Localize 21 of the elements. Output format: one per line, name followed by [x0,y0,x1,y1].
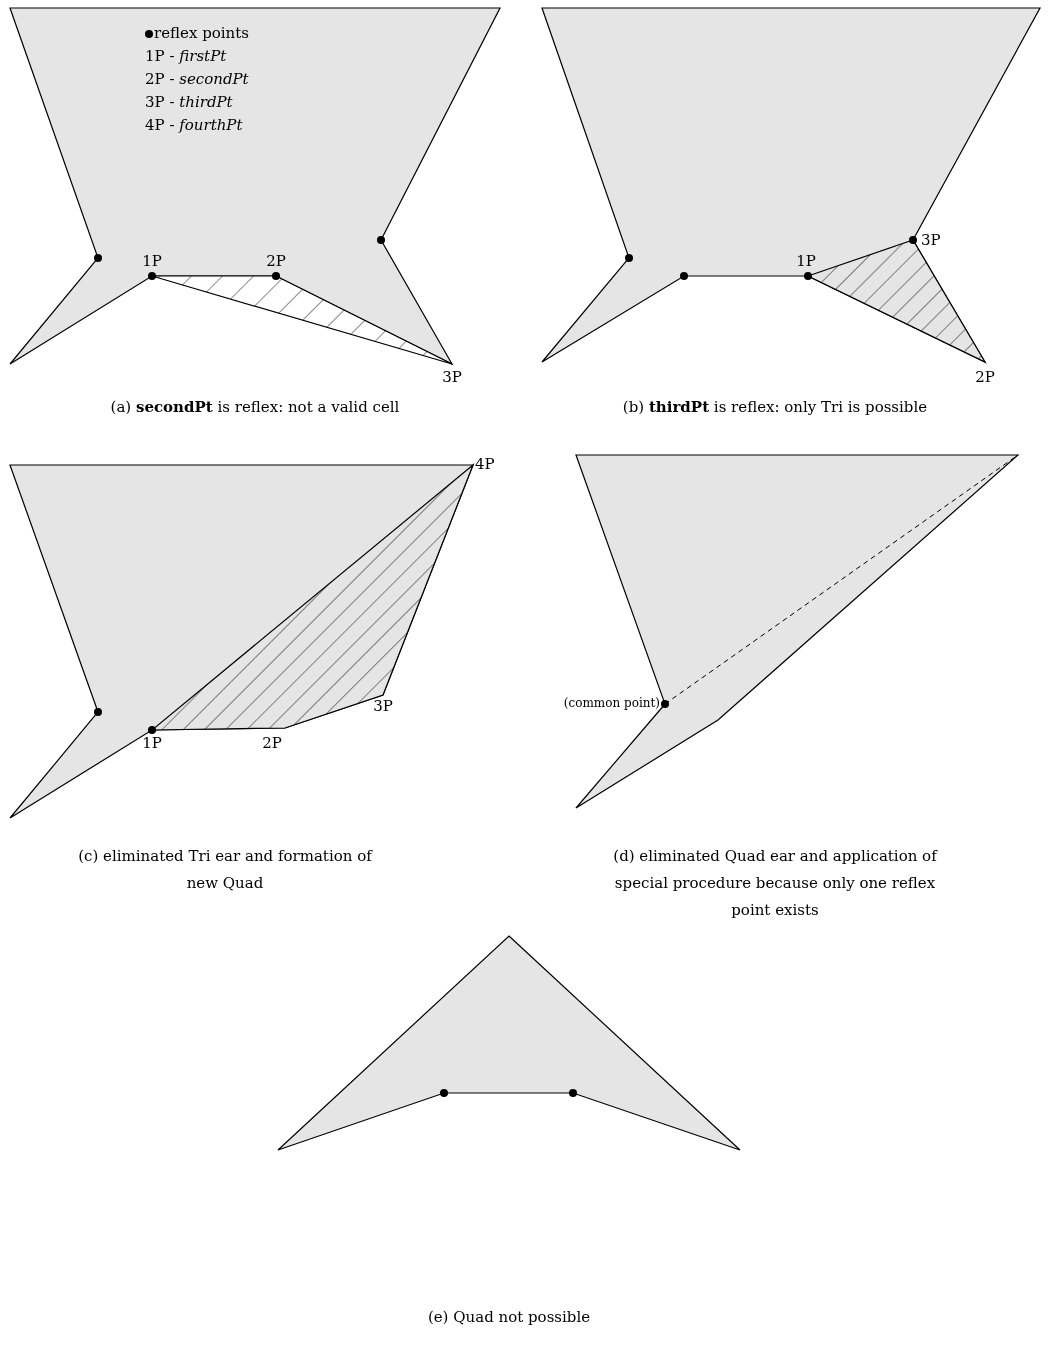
figure-caption: (e) Quad not possible [426,1307,592,1328]
figure-caption: (b) thirdPt is reflex: only Tri is possible [621,397,929,418]
point-label: 2P [262,734,282,752]
point-label: 1P [142,734,162,752]
point-label: 2P [975,368,995,386]
point-label: (common point) [563,695,660,712]
point-label: 3P [373,697,393,715]
point-label: 1P [796,252,816,270]
point-label: 3P [921,231,941,249]
figure-caption: (a) secondPt is reflex: not a valid cell [109,397,401,418]
point-label: 1P [142,252,162,270]
key-text: 3P - thirdPt [145,93,233,111]
key-text: 4P - fourthPt [145,116,243,134]
key-text: 2P - secondPt [145,70,249,88]
key-text: 1P - firstPt [145,47,227,65]
figure-caption: (d) eliminated Quad ear and application of special procedure because only one reflex point exists [612,846,939,921]
point-label: 2P [266,252,286,270]
point-label: 3P [442,368,462,386]
legend-text: reflex points [154,24,249,42]
figure-caption: (c) eliminated Tri ear and formation of new Quad [77,846,374,894]
point-label: 4P [475,455,495,473]
